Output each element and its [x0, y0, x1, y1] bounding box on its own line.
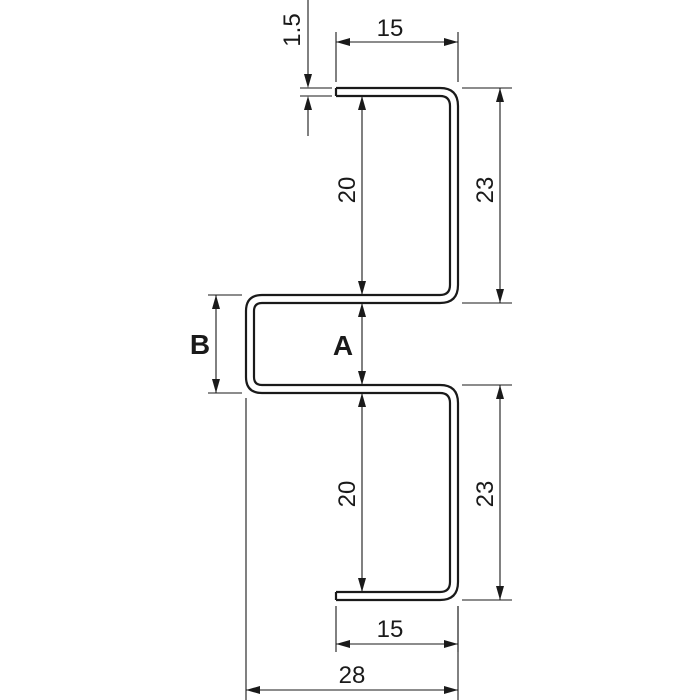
dimension-bottom-inner-height: 20 [334, 393, 366, 592]
dimension-bottom-flange-label: 15 [377, 616, 404, 643]
dimension-bottom-outer-height: 23 [462, 384, 512, 601]
dimension-bottom-flange: 15 [335, 606, 459, 652]
dimension-overall-width: 28 [245, 398, 459, 700]
dimension-top-outer-height-label: 23 [472, 177, 499, 204]
dimension-gap-b-label: B [190, 329, 210, 360]
dimension-thickness-label: 1.5 [279, 13, 306, 46]
dimension-bottom-outer-height-label: 23 [472, 481, 499, 508]
profile-outline-outer [252, 86, 460, 602]
dimension-top-flange-label: 15 [377, 15, 404, 42]
dimension-bottom-inner-height-label: 20 [334, 481, 361, 508]
dimension-thickness: 1.5 [279, 0, 332, 136]
dimension-top-inner-height: 20 [334, 96, 366, 295]
dimension-gap-b: B [190, 294, 242, 394]
dimension-top-inner-height-label: 20 [334, 177, 361, 204]
dimension-gap-a: A [333, 303, 366, 385]
dimension-overall-width-label: 28 [339, 662, 366, 689]
dimension-top-flange: 15 [335, 15, 459, 82]
dimension-gap-a-label: A [333, 330, 353, 361]
profile-outline-inner [244, 94, 452, 594]
dimension-top-outer-height: 23 [462, 87, 512, 304]
